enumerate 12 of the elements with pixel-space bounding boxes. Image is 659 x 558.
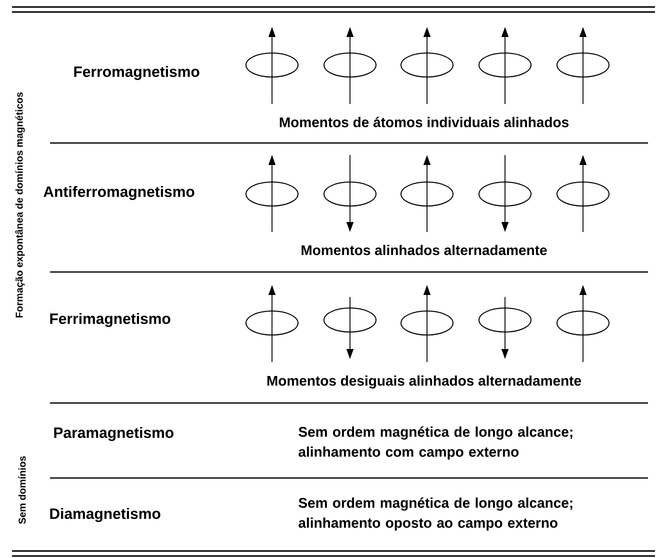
description-text: Sem ordem magnética de longo alcance; alinhamento com campo externo xyxy=(298,426,572,460)
category-name: Antiferromagnetismo xyxy=(44,186,194,200)
category-name: Ferromagnetismo xyxy=(74,66,200,80)
description-text: Momentos alinhados alternadamente xyxy=(302,244,547,256)
category-name: Diamagnetismo xyxy=(50,508,160,522)
description-text: Momentos desiguais alinhados alternadamente xyxy=(267,375,582,389)
group-label: Formação expontânea de domínios magnéticos xyxy=(15,92,25,318)
category-name: Ferrimagnetismo xyxy=(50,312,170,328)
category-name: Paramagnetismo xyxy=(54,426,174,442)
description-text: Momentos de átomos individuais alinhados xyxy=(280,116,569,128)
description-text: Sem ordem magnética de longo alcance; alinhamento oposto ao campo externo xyxy=(298,497,572,531)
group-label: Sem domínios xyxy=(18,456,26,524)
